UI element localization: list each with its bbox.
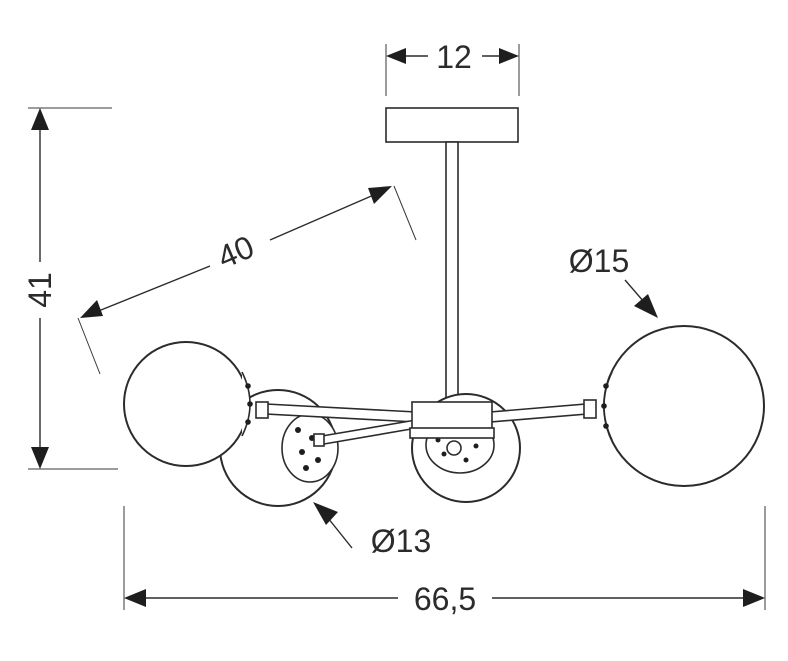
large-globe-right (601, 325, 765, 487)
dimension-arm-length (77, 185, 417, 375)
arm-length-label: 40 (212, 228, 259, 275)
dimension-canopy-width (385, 44, 520, 96)
canopy-width-label: 12 (436, 39, 472, 75)
total-width-label: 66,5 (414, 581, 476, 617)
height-label: 41 (22, 272, 58, 308)
ceiling-canopy (385, 107, 519, 143)
dimension-small-globe (313, 502, 353, 549)
dimension-large-globe (624, 279, 658, 318)
large-globe-diameter-label: Ø15 (569, 243, 629, 279)
suspension-rod (445, 141, 459, 403)
dimension-total-width (123, 506, 766, 610)
arm-right-front (489, 399, 597, 423)
large-globe-left (123, 341, 253, 467)
dimension-height (28, 107, 118, 470)
small-globe-diameter-label: Ø13 (371, 523, 431, 559)
